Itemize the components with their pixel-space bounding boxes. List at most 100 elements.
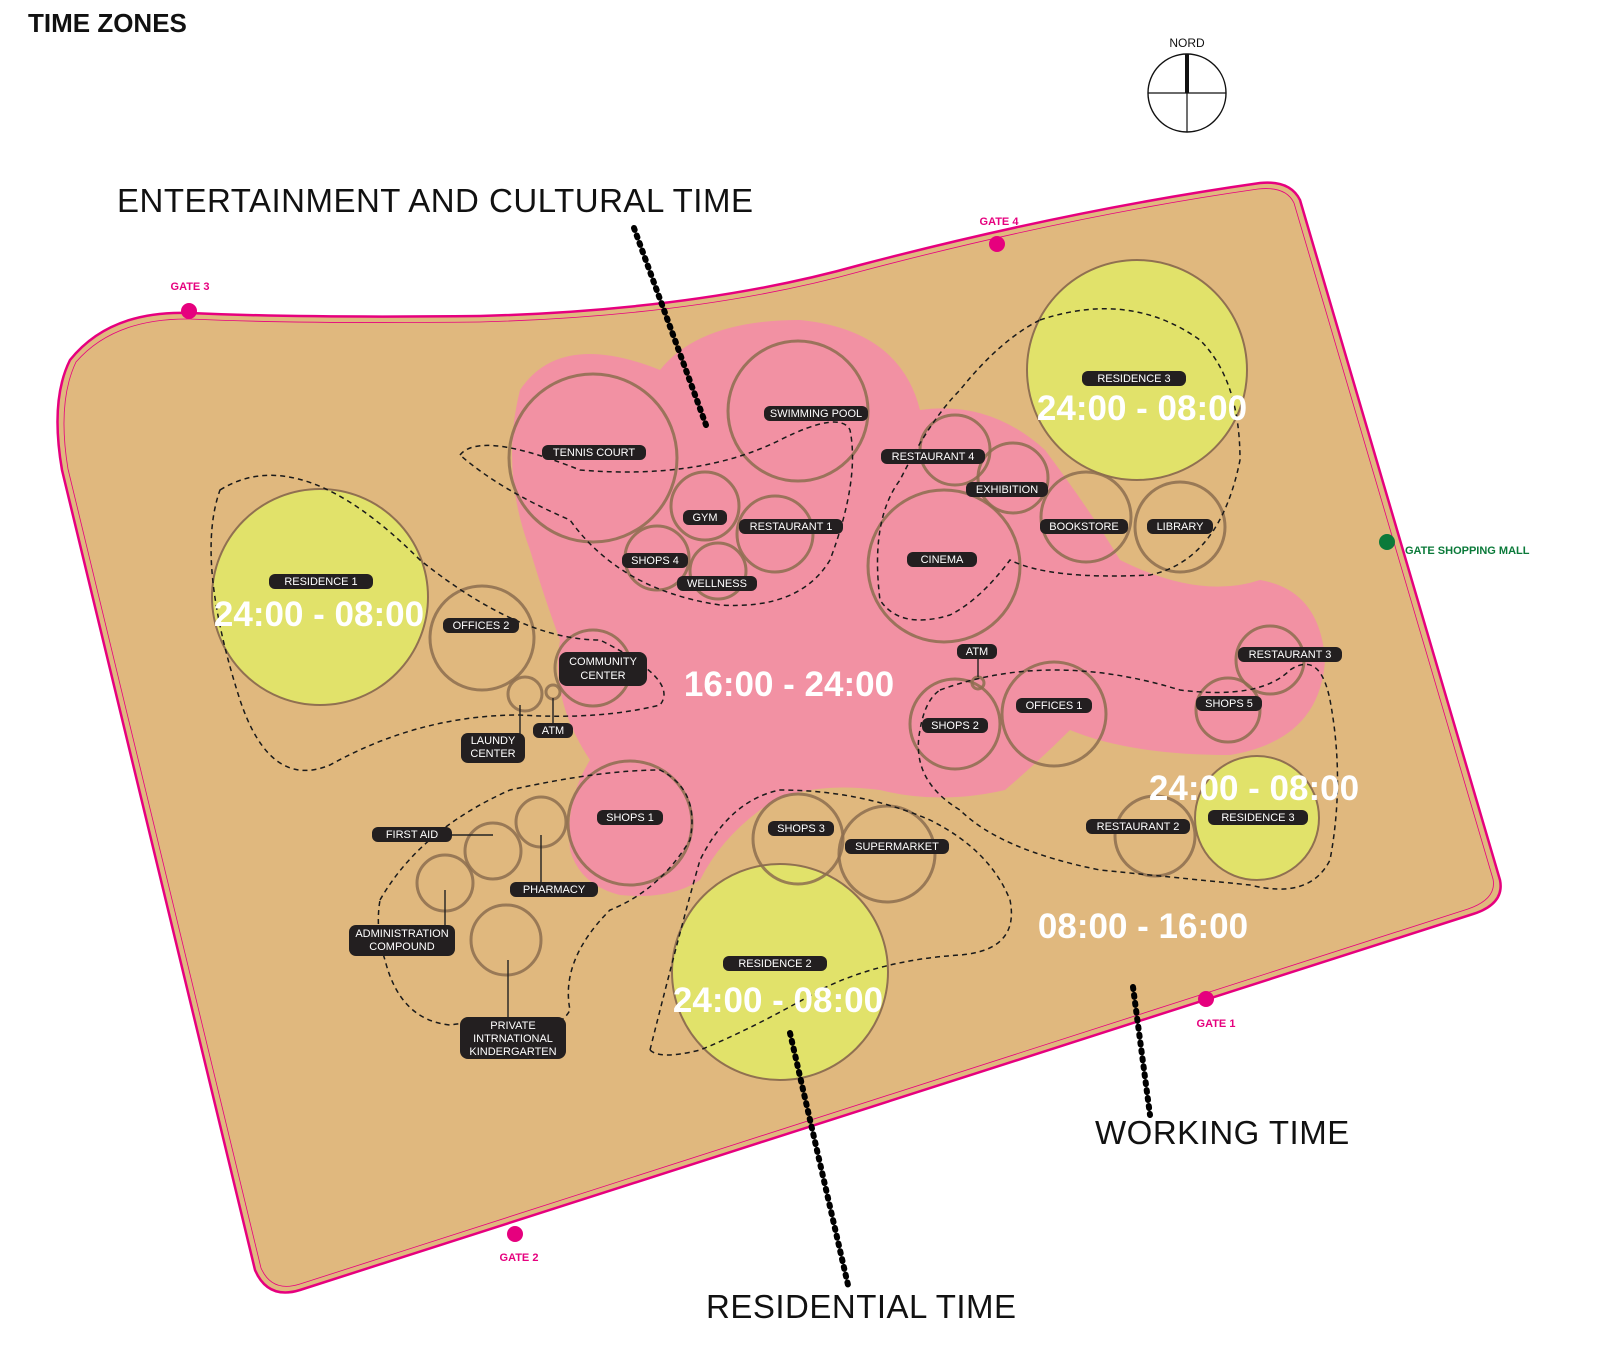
compass-label: NORD: [1169, 36, 1205, 50]
tag-shops-4: SHOPS 4: [622, 553, 688, 568]
north-compass: NORD: [1147, 36, 1227, 133]
svg-text:OFFICES 2: OFFICES 2: [453, 620, 510, 632]
svg-text:LIBRARY: LIBRARY: [1157, 521, 1205, 533]
svg-text:GYM: GYM: [692, 512, 717, 524]
svg-text:COMPOUND: COMPOUND: [369, 941, 434, 953]
residence-2-circle: [671, 863, 889, 1081]
svg-text:RESTAURANT 4: RESTAURANT 4: [892, 451, 975, 463]
svg-text:INTRNATIONAL: INTRNATIONAL: [473, 1033, 553, 1045]
time-residence-2: 24:00 - 08:00: [673, 981, 883, 1020]
tag-restaurant-2: RESTAURANT 2: [1086, 819, 1190, 834]
time-evening: 16:00 - 24:00: [684, 665, 894, 704]
gate-2-label: GATE 2: [500, 1252, 539, 1264]
svg-text:RESIDENCE 1: RESIDENCE 1: [284, 576, 357, 588]
gate-3-label: GATE 3: [171, 281, 210, 293]
gate-3-marker: [181, 303, 197, 319]
tag-wellness: WELLNESS: [677, 576, 757, 591]
svg-text:RESTAURANT 1: RESTAURANT 1: [750, 521, 833, 533]
residence-3-top-circle: [1026, 259, 1248, 481]
entertainment-leader-line: [631, 225, 709, 428]
svg-text:ADMINISTRATION: ADMINISTRATION: [355, 928, 448, 940]
svg-text:BOOKSTORE: BOOKSTORE: [1049, 521, 1118, 533]
svg-text:CENTER: CENTER: [580, 670, 625, 682]
svg-text:RESTAURANT 3: RESTAURANT 3: [1249, 649, 1332, 661]
svg-text:RESIDENCE 2: RESIDENCE 2: [738, 958, 811, 970]
tag-shops-2: SHOPS 2: [922, 718, 988, 733]
time-working: 08:00 - 16:00: [1038, 907, 1248, 946]
time-labels: 16:00 - 24:00 08:00 - 16:00 24:00 - 08:0…: [214, 389, 1359, 1020]
svg-text:KINDERGARTEN: KINDERGARTEN: [469, 1046, 556, 1058]
tag-offices-1: OFFICES 1: [1016, 698, 1092, 713]
svg-text:RESIDENCE 3: RESIDENCE 3: [1221, 812, 1294, 824]
tag-exhibition: EXHIBITION: [966, 482, 1048, 497]
tag-shops-1: SHOPS 1: [597, 810, 663, 825]
working-zone-caption: WORKING TIME: [1095, 1114, 1350, 1151]
gate-4-label: GATE 4: [980, 216, 1020, 228]
entertainment-zone-caption: ENTERTAINMENT AND CULTURAL TIME: [117, 182, 754, 219]
tag-first-aid: FIRST AID: [372, 827, 452, 842]
tag-atm-left: ATM: [533, 723, 573, 738]
tag-bookstore: BOOKSTORE: [1040, 519, 1128, 534]
svg-text:PRIVATE: PRIVATE: [490, 1020, 535, 1032]
facility-labels: TENNIS COURT SWIMMING POOL GYM RESTAURAN…: [269, 371, 1342, 1059]
facility-circles: [415, 339, 1306, 977]
gate-1-marker: [1198, 991, 1214, 1007]
tag-pharmacy: PHARMACY: [510, 882, 598, 897]
gate-shopping-mall-marker: [1379, 534, 1395, 550]
gate-1-label: GATE 1: [1197, 1018, 1236, 1030]
gates: GATE 3 GATE 4 GATE 1 GATE 2 GATE SHOPPIN…: [171, 216, 1530, 1264]
gate-2-marker: [507, 1226, 523, 1242]
svg-text:LAUNDY: LAUNDY: [471, 735, 516, 747]
tag-restaurant-3: RESTAURANT 3: [1238, 647, 1342, 662]
tag-shops-3: SHOPS 3: [768, 821, 834, 836]
tag-gym: GYM: [683, 510, 727, 525]
tag-shops-5: SHOPS 5: [1196, 696, 1262, 711]
tag-residence-1: RESIDENCE 1: [269, 574, 373, 589]
working-leader-line: [1130, 984, 1153, 1118]
tag-residence-2: RESIDENCE 2: [723, 956, 827, 971]
tag-library: LIBRARY: [1147, 519, 1213, 534]
svg-text:SHOPS 2: SHOPS 2: [931, 720, 979, 732]
tag-residence-3-bottom: RESIDENCE 3: [1208, 810, 1308, 825]
svg-text:EXHIBITION: EXHIBITION: [976, 484, 1038, 496]
tag-restaurant-1: RESTAURANT 1: [739, 519, 843, 534]
time-residence-3-bottom: 24:00 - 08:00: [1149, 769, 1359, 808]
tag-cinema: CINEMA: [907, 552, 977, 567]
svg-text:COMMUNITY: COMMUNITY: [569, 656, 637, 668]
gate-shopping-mall-label: GATE SHOPPING MALL: [1405, 545, 1530, 557]
svg-text:SUPERMARKET: SUPERMARKET: [855, 841, 939, 853]
svg-text:OFFICES 1: OFFICES 1: [1026, 700, 1083, 712]
tag-swimming-pool: SWIMMING POOL: [764, 406, 868, 421]
residence-1-circle: [211, 488, 429, 706]
svg-text:SHOPS 5: SHOPS 5: [1205, 698, 1253, 710]
tag-community-center: COMMUNITY CENTER: [559, 652, 647, 686]
svg-text:WELLNESS: WELLNESS: [687, 578, 747, 590]
svg-text:RESTAURANT 2: RESTAURANT 2: [1097, 821, 1180, 833]
tag-atm-center: ATM: [957, 644, 997, 659]
svg-text:ATM: ATM: [542, 725, 564, 737]
tag-restaurant-4: RESTAURANT 4: [881, 449, 985, 464]
tag-residence-3-top: RESIDENCE 3: [1082, 371, 1186, 386]
residential-leader-line: [787, 1030, 851, 1288]
entertainment-zone-area: [512, 320, 1325, 896]
tag-tennis-court: TENNIS COURT: [542, 445, 646, 460]
page-title: TIME ZONES: [28, 8, 187, 38]
time-residence-1: 24:00 - 08:00: [214, 595, 424, 634]
dashed-zone-outlines: [210, 308, 1339, 1056]
tag-offices-2: OFFICES 2: [443, 618, 519, 633]
svg-text:ATM: ATM: [966, 646, 988, 658]
gate-4-marker: [989, 236, 1005, 252]
svg-text:PHARMACY: PHARMACY: [523, 884, 586, 896]
svg-text:SHOPS 1: SHOPS 1: [606, 812, 654, 824]
svg-text:SHOPS 3: SHOPS 3: [777, 823, 825, 835]
svg-text:SWIMMING POOL: SWIMMING POOL: [770, 408, 862, 420]
svg-text:FIRST AID: FIRST AID: [386, 829, 438, 841]
svg-text:CENTER: CENTER: [470, 748, 515, 760]
svg-text:SHOPS 4: SHOPS 4: [631, 555, 679, 567]
svg-text:TENNIS COURT: TENNIS COURT: [553, 447, 636, 459]
time-residence-3-top: 24:00 - 08:00: [1037, 389, 1247, 428]
